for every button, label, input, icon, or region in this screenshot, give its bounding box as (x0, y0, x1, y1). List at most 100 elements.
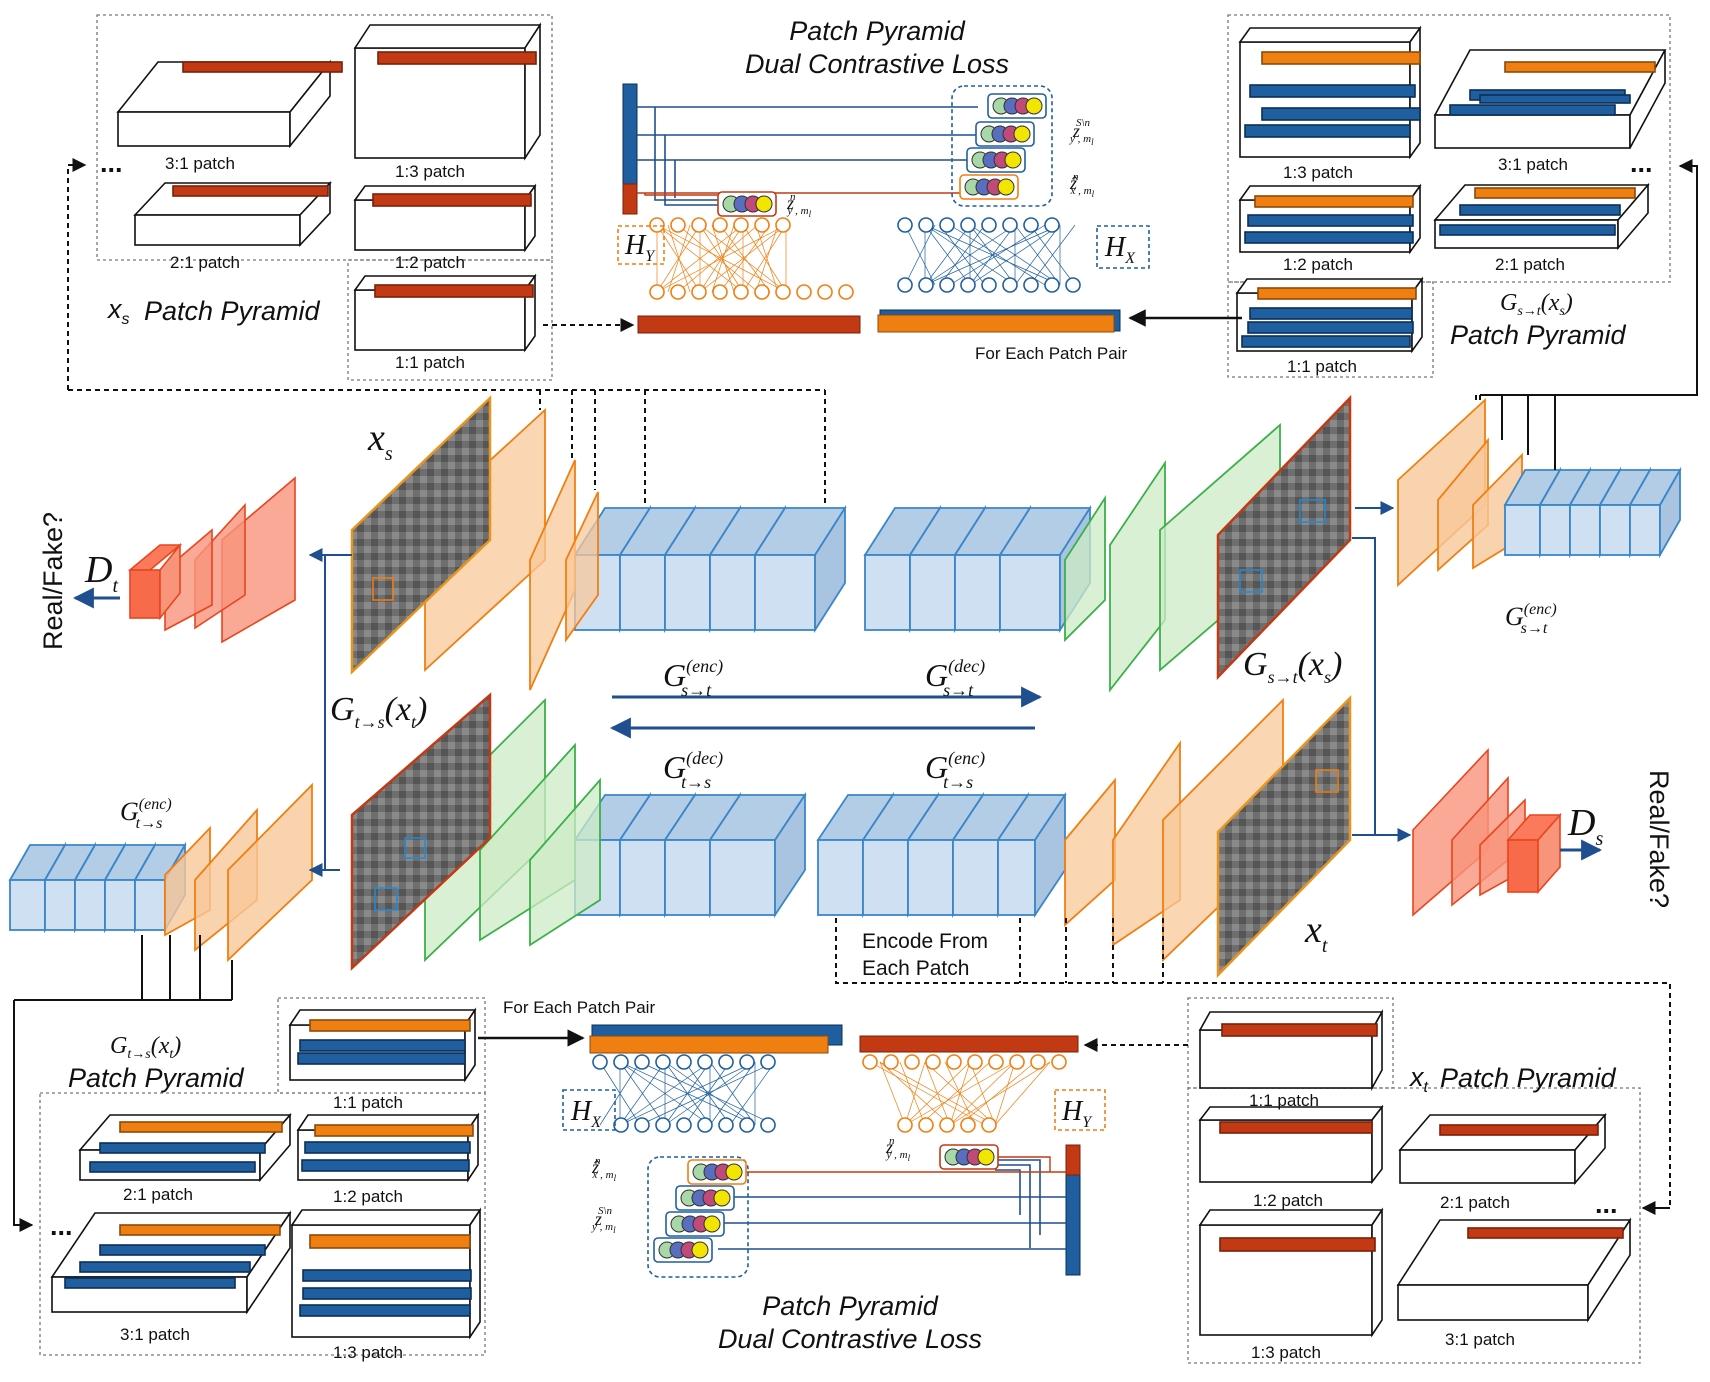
hx-box-top (1096, 225, 1150, 269)
encode-label-line1: Encode From (862, 930, 988, 953)
ds-discriminator (1412, 747, 1562, 917)
gts-patch-label-1-2: 1:2 patch (333, 1187, 403, 1206)
top-decoder-blocks (863, 504, 1092, 634)
xt-pyramid-x: xt (1408, 1062, 1429, 1096)
gts-patch-2-1 (78, 1112, 292, 1183)
xs-patch-3-1 (116, 59, 343, 149)
xt-pyramid-box-ext (1187, 1087, 1641, 1364)
xt-patch-label-3-1: 3:1 patch (1445, 1330, 1515, 1349)
xs-patch-label-2-1: 2:1 patch (170, 253, 240, 272)
xt-patch-label-1-1: 1:1 patch (1249, 1091, 1319, 1110)
gts-patch-1-2 (296, 1112, 480, 1183)
ellipsis-gts: ... (50, 1211, 73, 1241)
xs-pyramid-box (96, 14, 553, 261)
gst-enc-feature-maps (1397, 397, 1523, 588)
hx-box-bottom (562, 1089, 616, 1131)
gts-pyramid-symbol: Gt→s(xt) (110, 1033, 181, 1062)
image-xs (350, 395, 492, 675)
xt-pyramid-label: Patch Pyramid (1440, 1063, 1617, 1093)
xt-patch-3-1 (1396, 1217, 1632, 1323)
hy-box-bottom (1054, 1089, 1106, 1131)
gst-pyramid-box (1227, 14, 1671, 283)
bottom-feature-bar-orange (589, 1024, 843, 1054)
xs-pyramid-box-ext (347, 259, 553, 381)
real-fake-right: Real/Fake? (1644, 770, 1674, 908)
gts-patch-label-3-1: 3:1 patch (120, 1325, 190, 1344)
gst-patch-1-2 (1238, 183, 1422, 255)
gts-enc-feature-maps (164, 782, 313, 963)
gst-patch-label-3-1: 3:1 patch (1498, 155, 1568, 174)
hx-label-top: HX (1104, 232, 1136, 267)
gst-patch-1-3 (1238, 25, 1422, 160)
flow-arrows (13, 158, 1698, 1232)
for-each-patch-pair-bottom: For Each Patch Pair (503, 998, 655, 1017)
encode-label-line2: Each Patch (862, 957, 969, 980)
image-gst-xs (1216, 394, 1352, 681)
gts-enc-blocks (8, 841, 187, 934)
real-fake-left: Real/Fake? (38, 512, 68, 650)
hy-box-top (617, 225, 665, 265)
xs-patch-label-1-3: 1:3 patch (395, 162, 465, 181)
xs-patch-label-3-1: 3:1 patch (165, 154, 235, 173)
bottom-title-line2: Dual Contrastive Loss (718, 1324, 982, 1354)
gts-patch-3-1 (50, 1210, 292, 1315)
gst-patch-label-2-1: 2:1 patch (1495, 255, 1565, 274)
ellipsis-xs: ... (100, 148, 123, 178)
xt-patch-1-1 (1198, 1008, 1384, 1092)
bottom-encoder-blocks (816, 792, 1067, 918)
g-ts-enc-small-label: G(enc)t→s (120, 796, 172, 832)
xs-label: xs (367, 417, 393, 465)
gts-pyramid-label: Patch Pyramid (68, 1063, 245, 1093)
ds-label: Ds (1567, 802, 1603, 850)
gts-xt-label: Gt→s(xt) (330, 691, 427, 732)
gst-patch-1-1 (1235, 276, 1424, 354)
gts-patch-1-1 (288, 1007, 477, 1083)
top-encoder-blocks (573, 504, 847, 634)
gst-patch-label-1-3: 1:3 patch (1283, 163, 1353, 182)
xt-patch-2-1 (1398, 1112, 1607, 1186)
xt-patch-label-1-3: 1:3 patch (1251, 1343, 1321, 1362)
for-each-patch-pair-top: For Each Patch Pair (975, 344, 1127, 363)
gts-pyramid-box (39, 1092, 486, 1356)
gst-patch-label-1-1: 1:1 patch (1287, 357, 1357, 376)
g-ts-dec-label: G(dec)t→s (663, 748, 723, 792)
xs-pyramid-label: Patch Pyramid (144, 296, 321, 326)
gst-patch-3-1 (1433, 49, 1667, 149)
gts-patch-1-3 (290, 1207, 482, 1340)
gst-enc-blocks (1503, 466, 1682, 559)
xt-patch-label-1-2: 1:2 patch (1253, 1191, 1323, 1210)
xs-patch-1-2 (353, 183, 537, 253)
ellipsis-gst: ... (1630, 148, 1653, 178)
gts-patch-label-2-1: 2:1 patch (123, 1185, 193, 1204)
gst-patch-label-1-2: 1:2 patch (1283, 255, 1353, 274)
image-gts-xt (350, 692, 492, 971)
xs-patch-1-3 (353, 22, 542, 161)
bottom-title-line1: Patch Pyramid (762, 1291, 939, 1321)
xs-pyramid-x: xs (106, 294, 130, 328)
xs-patch-2-1 (133, 180, 332, 248)
bottom-hy-mlp (862, 1054, 1067, 1133)
gts-patch-label-1-1: 1:1 patch (333, 1093, 403, 1112)
top-feature-bar-orange (877, 309, 1121, 333)
g-st-enc-label: G(enc)s→t (663, 656, 723, 700)
xt-patch-1-2 (1198, 1104, 1384, 1185)
bottom-contrastive-loss (647, 1144, 1081, 1278)
hx-label-bottom: HX (570, 1096, 602, 1131)
g-ts-enc-label: G(enc)t→s (925, 748, 985, 792)
hy-label-top: HY (624, 230, 656, 265)
top-hy-mlp (649, 217, 854, 300)
gst-xs-label: Gs→t(xs) (1243, 646, 1342, 687)
xt-label: xt (1304, 909, 1328, 957)
top-feature-bar-red (637, 315, 861, 334)
xt-patch-label-2-1: 2:1 patch (1440, 1193, 1510, 1212)
top-contrastive-loss (622, 83, 1053, 217)
g-st-enc-small-label: G(enc)s→t (1505, 601, 1557, 637)
bottom-feature-bar-red (859, 1035, 1079, 1053)
g-st-dec-label: G(dec)s→t (925, 656, 985, 700)
